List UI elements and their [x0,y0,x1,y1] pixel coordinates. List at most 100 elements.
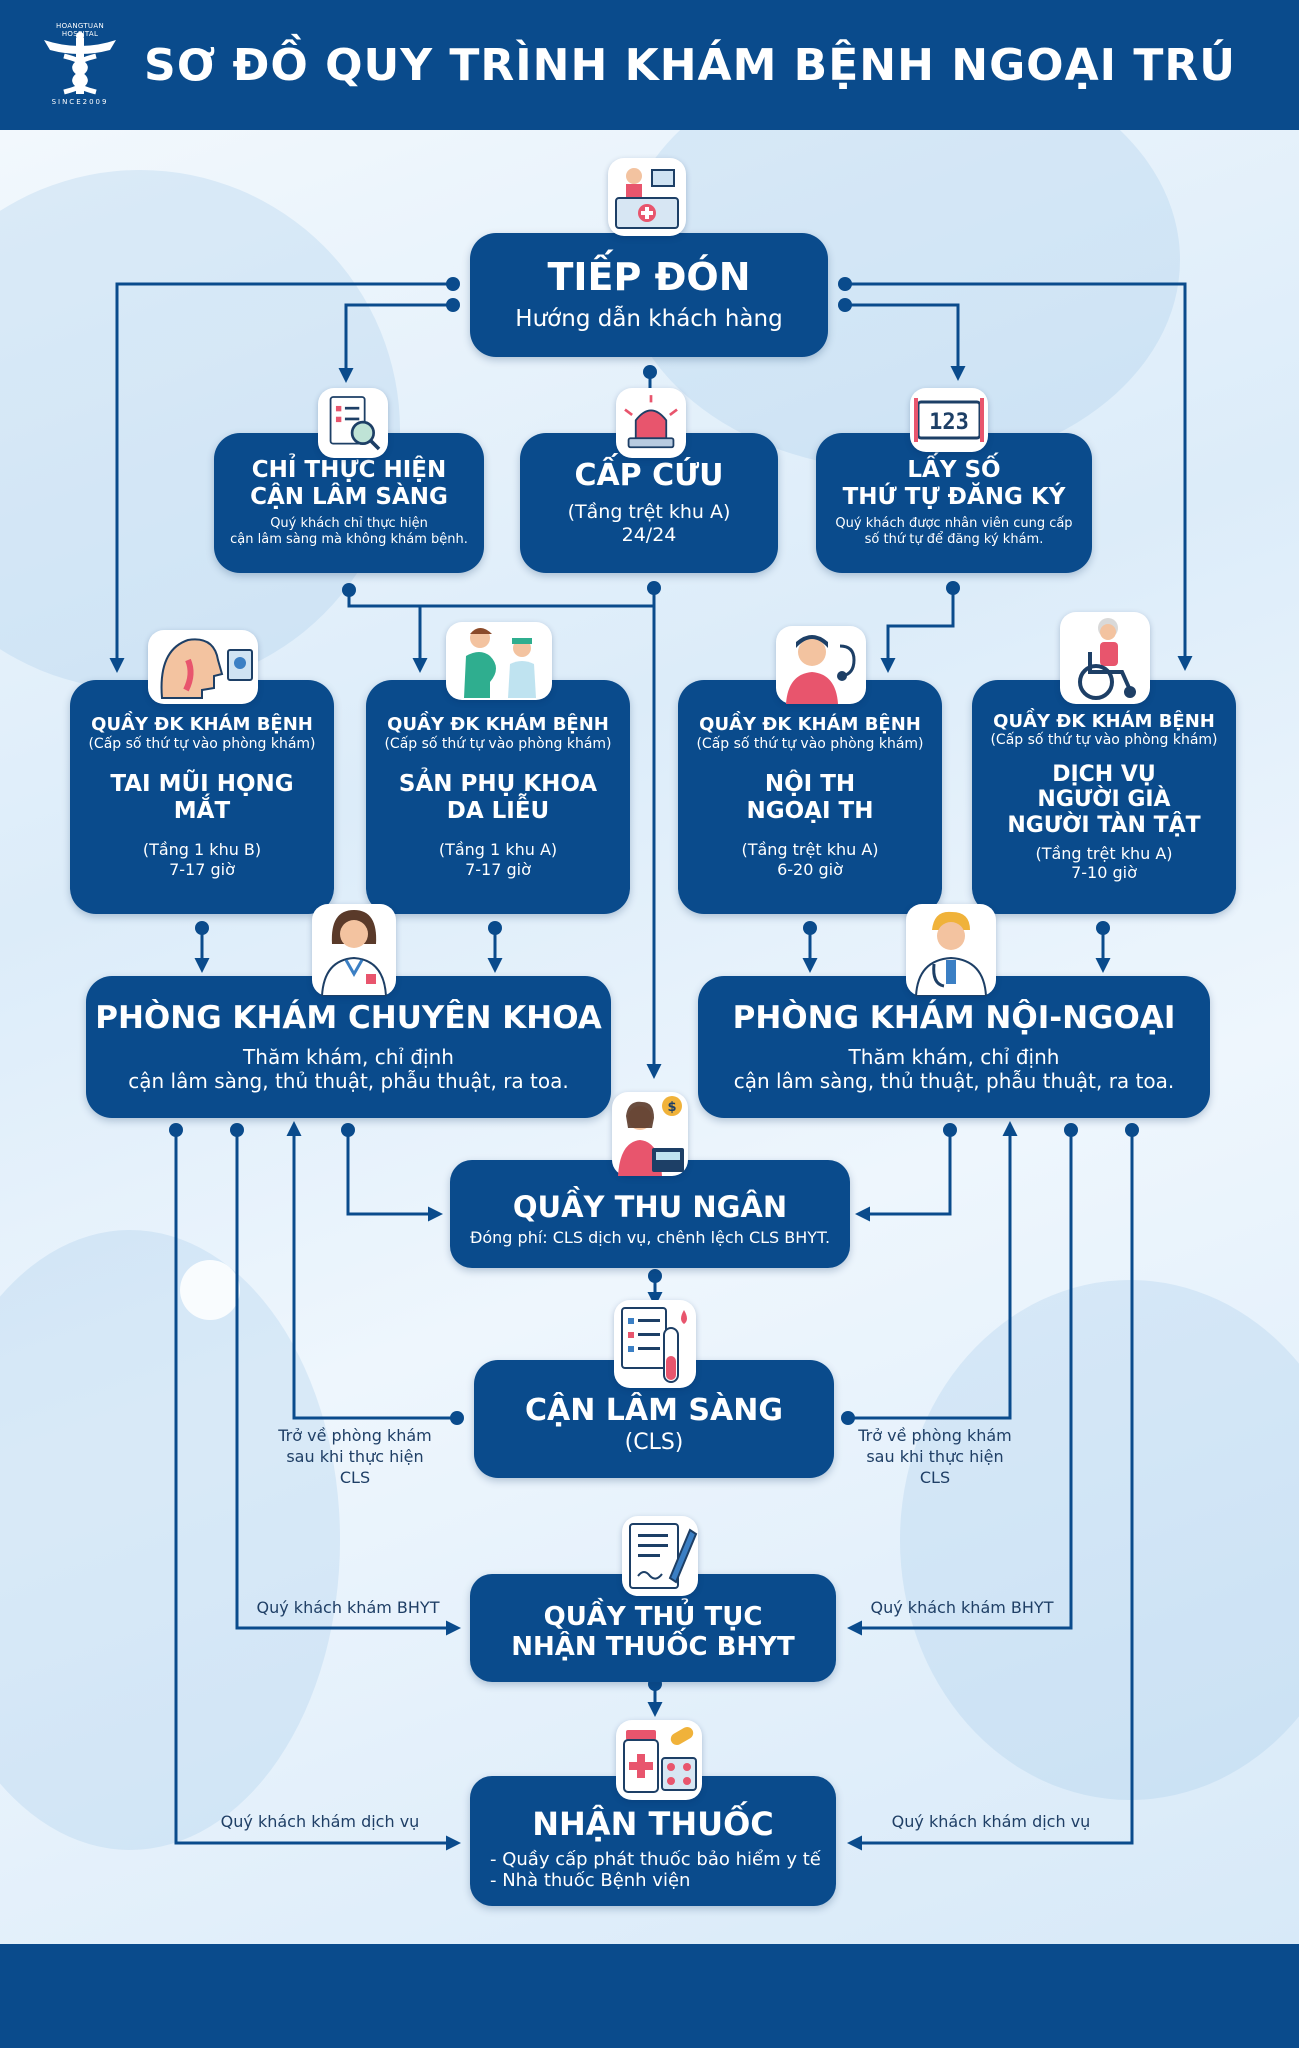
internal-clinic-box: PHÒNG KHÁM NỘI-NGOẠI Thăm khám, chỉ định… [698,976,1210,1118]
connector-bhyt-left [235,1130,461,1636]
insurance-icon-card [622,1516,698,1596]
cls-only-desc-2: cận lâm sàng mà không khám bệnh. [230,532,468,548]
connector-service-right [847,1130,1134,1851]
cls-title: CẬN LÂM SÀNG [525,1392,783,1428]
counter-location: (Tầng 1 khu B) [142,840,262,860]
counter-label: QUẦY ĐK KHÁM BỆNH [993,710,1215,732]
cls-only-icon-card [318,388,388,458]
specialist-title: PHÒNG KHÁM CHUYÊN KHOA [95,1000,602,1037]
counter-label: QUẦY ĐK KHÁM BỆNH [91,714,313,736]
internal-icon-card [776,626,866,704]
counter-box-obgyn: QUẦY ĐK KHÁM BỆNH (Cấp số thứ tự vào phò… [366,680,630,914]
connector-reception-queue [845,303,966,381]
cls-only-title-1: CHỈ THỰC HIỆN [251,457,447,484]
connector-service-left [174,1130,461,1851]
note-bhyt-left: Quý khách khám BHYT [256,1598,440,1617]
specialist-line-2: cận lâm sàng, thủ thuật, phẫu thuật, ra … [128,1068,569,1093]
counter-name-2: DA LIỄU [446,797,550,824]
counter-name-3: NGƯỜI TÀN TẬT [1007,812,1201,838]
reception-title: TIẾP ĐÓN [547,255,751,300]
emergency-icon-card [616,388,686,458]
reception-box: TIẾP ĐÓN Hướng dẫn khách hàng [470,233,828,357]
note-return-left-2: sau khi thực hiện CLS [286,1446,424,1487]
internal-title: PHÒNG KHÁM NỘI-NGOẠI [732,1000,1176,1037]
medicine-title: NHẬN THUỐC [532,1805,774,1843]
siren-icon [624,395,678,449]
queue-number-box: LẤY SỐ THỨ TỰ ĐĂNG KÝ Quý khách được nhâ… [816,433,1092,573]
queue-title-2: THỨ TỰ ĐĂNG KÝ [842,483,1066,510]
reception-subtitle: Hướng dẫn khách hàng [515,306,783,333]
internal-line-2: cận lâm sàng, thủ thuật, phẫu thuật, ra … [733,1068,1175,1093]
medicine-line-1: - Quầy cấp phát thuốc bảo hiểm y tế [490,1848,821,1870]
page-header: HOANGTUAN HOSPITAL SINCE2009 SƠ ĐỒ QUY T… [0,0,1299,130]
counter-label: QUẦY ĐK KHÁM BỆNH [699,714,921,736]
lab-tube-icon [621,1307,687,1383]
svg-text:123: 123 [929,410,969,435]
connector-cls-return-right [848,1121,1018,1420]
note-return-right: Trở về phòng khám sau khi thực hiện CLS [850,1426,1020,1488]
ent-head-icon [160,638,253,699]
connector-internal-cashier [855,1130,952,1222]
connector-reception-right-outer [845,282,1193,671]
internal-line-1: Thăm khám, chỉ định [848,1044,1060,1069]
queue-desc-2: số thứ tự để đăng ký khám. [864,532,1044,548]
counter-name-2: NGOẠI TH [746,797,874,824]
counter-name-1: SẢN PHỤ KHOA [398,771,598,798]
note-return-right-2: sau khi thực hiện CLS [866,1446,1004,1487]
cls-subtitle: (CLS) [624,1430,684,1456]
emergency-location: (Tầng trệt khu A) [567,501,731,524]
medicine-box: NHẬN THUỐC - Quầy cấp phát thuốc bảo hiể… [470,1776,836,1906]
connector-specialist-cashier [346,1130,443,1222]
counter-hours: 7-17 giờ [169,859,235,879]
counter-name-2: NGƯỜI GIÀ [1037,787,1171,813]
connector-cls-return-left [286,1121,457,1420]
counter-name-1: DỊCH VỤ [1052,761,1156,787]
caduceus-logo-icon [44,32,116,95]
cashier-box: QUẦY THU NGÂN Đóng phí: CLS dịch vụ, chê… [450,1160,850,1268]
counter-note: (Cấp số thứ tự vào phòng khám) [990,732,1218,749]
cashier-title: QUẦY THU NGÂN [512,1189,788,1224]
cashier-subtitle: Đóng phí: CLS dịch vụ, chênh lệch CLS BH… [469,1228,831,1248]
svg-text:$: $ [667,1100,676,1115]
note-service-right: Quý khách khám dịch vụ [891,1812,1091,1831]
wheelchair-icon [1078,618,1136,700]
counter-name-1: TAI MŨI HỌNG [110,771,294,798]
medicine-icon-card [616,1720,702,1800]
hospital-logo: HOANGTUAN HOSPITAL SINCE2009 [38,22,122,106]
emergency-hours: 24/24 [621,524,677,547]
note-bhyt-right: Quý khách khám BHYT [870,1598,1054,1617]
specialist-icon-card [312,904,396,996]
counter-label: QUẦY ĐK KHÁM BỆNH [387,714,609,736]
medicine-icon [623,1727,697,1793]
counter-hours: 7-17 giờ [465,859,531,879]
counter-location: (Tầng trệt khu A) [741,840,879,860]
connector-reception-left-outer [109,282,453,673]
reception-desk-icon [615,168,679,229]
counter-hours: 6-20 giờ [777,859,843,879]
medicine-line-2: - Nhà thuốc Bệnh viện [490,1870,691,1892]
queue-title-1: LẤY SỐ [907,457,1001,484]
insurance-title-1: QUẦY THỦ TỤC [543,1602,763,1633]
queue-icon-card: 123 [910,388,988,452]
queue-desc-1: Quý khách được nhân viên cung cấp [835,516,1073,532]
note-return-right-1: Trở về phòng khám [858,1426,1012,1445]
page-title: SƠ ĐỒ QUY TRÌNH KHÁM BỆNH NGOẠI TRÚ [144,39,1236,91]
counter-note: (Cấp số thứ tự vào phòng khám) [88,735,316,752]
counter-box-service: QUẦY ĐK KHÁM BỆNH (Cấp số thứ tự vào phò… [972,680,1236,914]
reception-icon-card [608,158,686,236]
wheelchair-icon-card [1060,612,1150,704]
counter-name-2: MẮT [173,797,231,824]
connector-reception-cls-only [338,303,453,383]
connector-cls-only-to-counter2 [347,590,428,673]
logo-bottom-text: SINCE2009 [51,98,109,106]
cls-only-title-2: CẬN LÂM SÀNG [250,483,448,510]
note-service-left: Quý khách khám dịch vụ [220,1812,420,1831]
counter-note: (Cấp số thứ tự vào phòng khám) [696,735,924,752]
counter-note: (Cấp số thứ tự vào phòng khám) [384,735,612,752]
cashier-icon: $ [618,1096,684,1176]
pregnant-woman-icon [464,628,536,698]
internal-clinic-icon-card [906,904,996,996]
emergency-title: CẤP CỨU [574,457,724,493]
cls-only-box: CHỈ THỰC HIỆN CẬN LÂM SÀNG Quý khách chỉ… [214,433,484,573]
